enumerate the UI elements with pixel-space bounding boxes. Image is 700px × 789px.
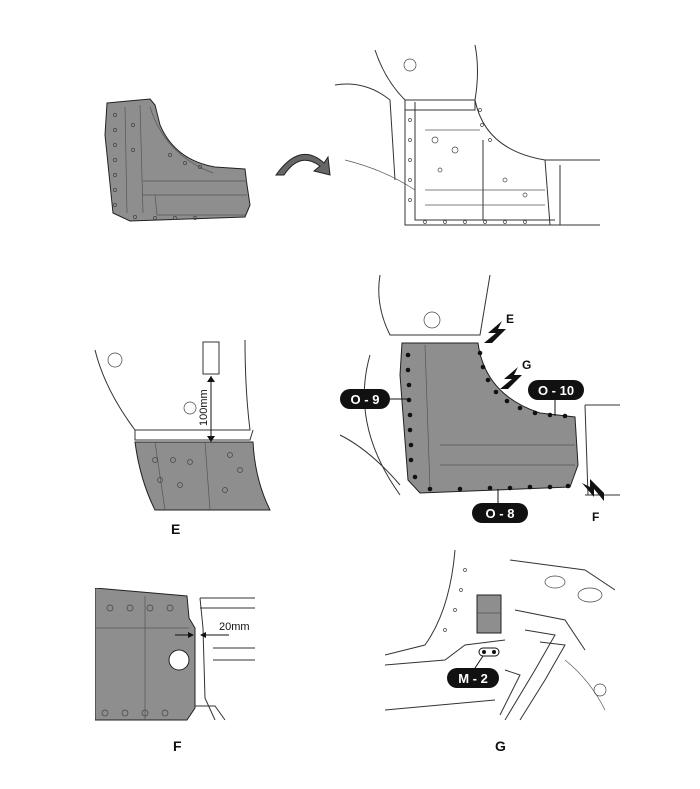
weld-label-o9: O - 9 (340, 389, 408, 409)
new-panel-fitted (399, 342, 579, 494)
figure-f-caption: F (173, 738, 182, 754)
detail-g-view: M - 2 (385, 550, 615, 721)
detail-f-view: 20mm (95, 588, 255, 721)
body-side-removed-view (335, 44, 600, 226)
detail-e-view: 100mm (94, 339, 271, 511)
svg-text:O - 8: O - 8 (486, 506, 515, 521)
svg-text:O - 10: O - 10 (538, 383, 574, 398)
curved-arrow-icon (275, 154, 331, 176)
detail-e-dimension: 100mm (198, 389, 210, 426)
weld-label-o10: O - 10 (528, 380, 584, 416)
svg-text:O - 9: O - 9 (351, 392, 380, 407)
part-holes (113, 113, 202, 220)
detail-f-holes (101, 604, 174, 717)
detail-f-dimension: 20mm (219, 621, 250, 633)
weld-label-o8: O - 8 (472, 489, 528, 523)
weld-label-m2: M - 2 (447, 647, 500, 688)
arrow-g-label: G (522, 358, 531, 372)
pointer-arrow-icon-e: E (484, 312, 514, 343)
detail-e-holes (152, 452, 243, 493)
svg-text:M - 2: M - 2 (458, 671, 488, 686)
new-part-illustration (104, 98, 251, 222)
pointer-arrow-icon-f: F (582, 479, 604, 524)
body-holes (408, 108, 527, 224)
figure-g-caption: G (495, 738, 506, 754)
arrow-f-label: F (592, 510, 599, 524)
arrow-e-label: E (506, 312, 514, 326)
weld-spot-markers (405, 350, 571, 492)
main-weld-view: E G F O - 9 O - 10 O - 8 (339, 274, 620, 524)
pointer-arrow-icon-g: G (500, 358, 531, 389)
figure-e-caption: E (171, 521, 181, 537)
